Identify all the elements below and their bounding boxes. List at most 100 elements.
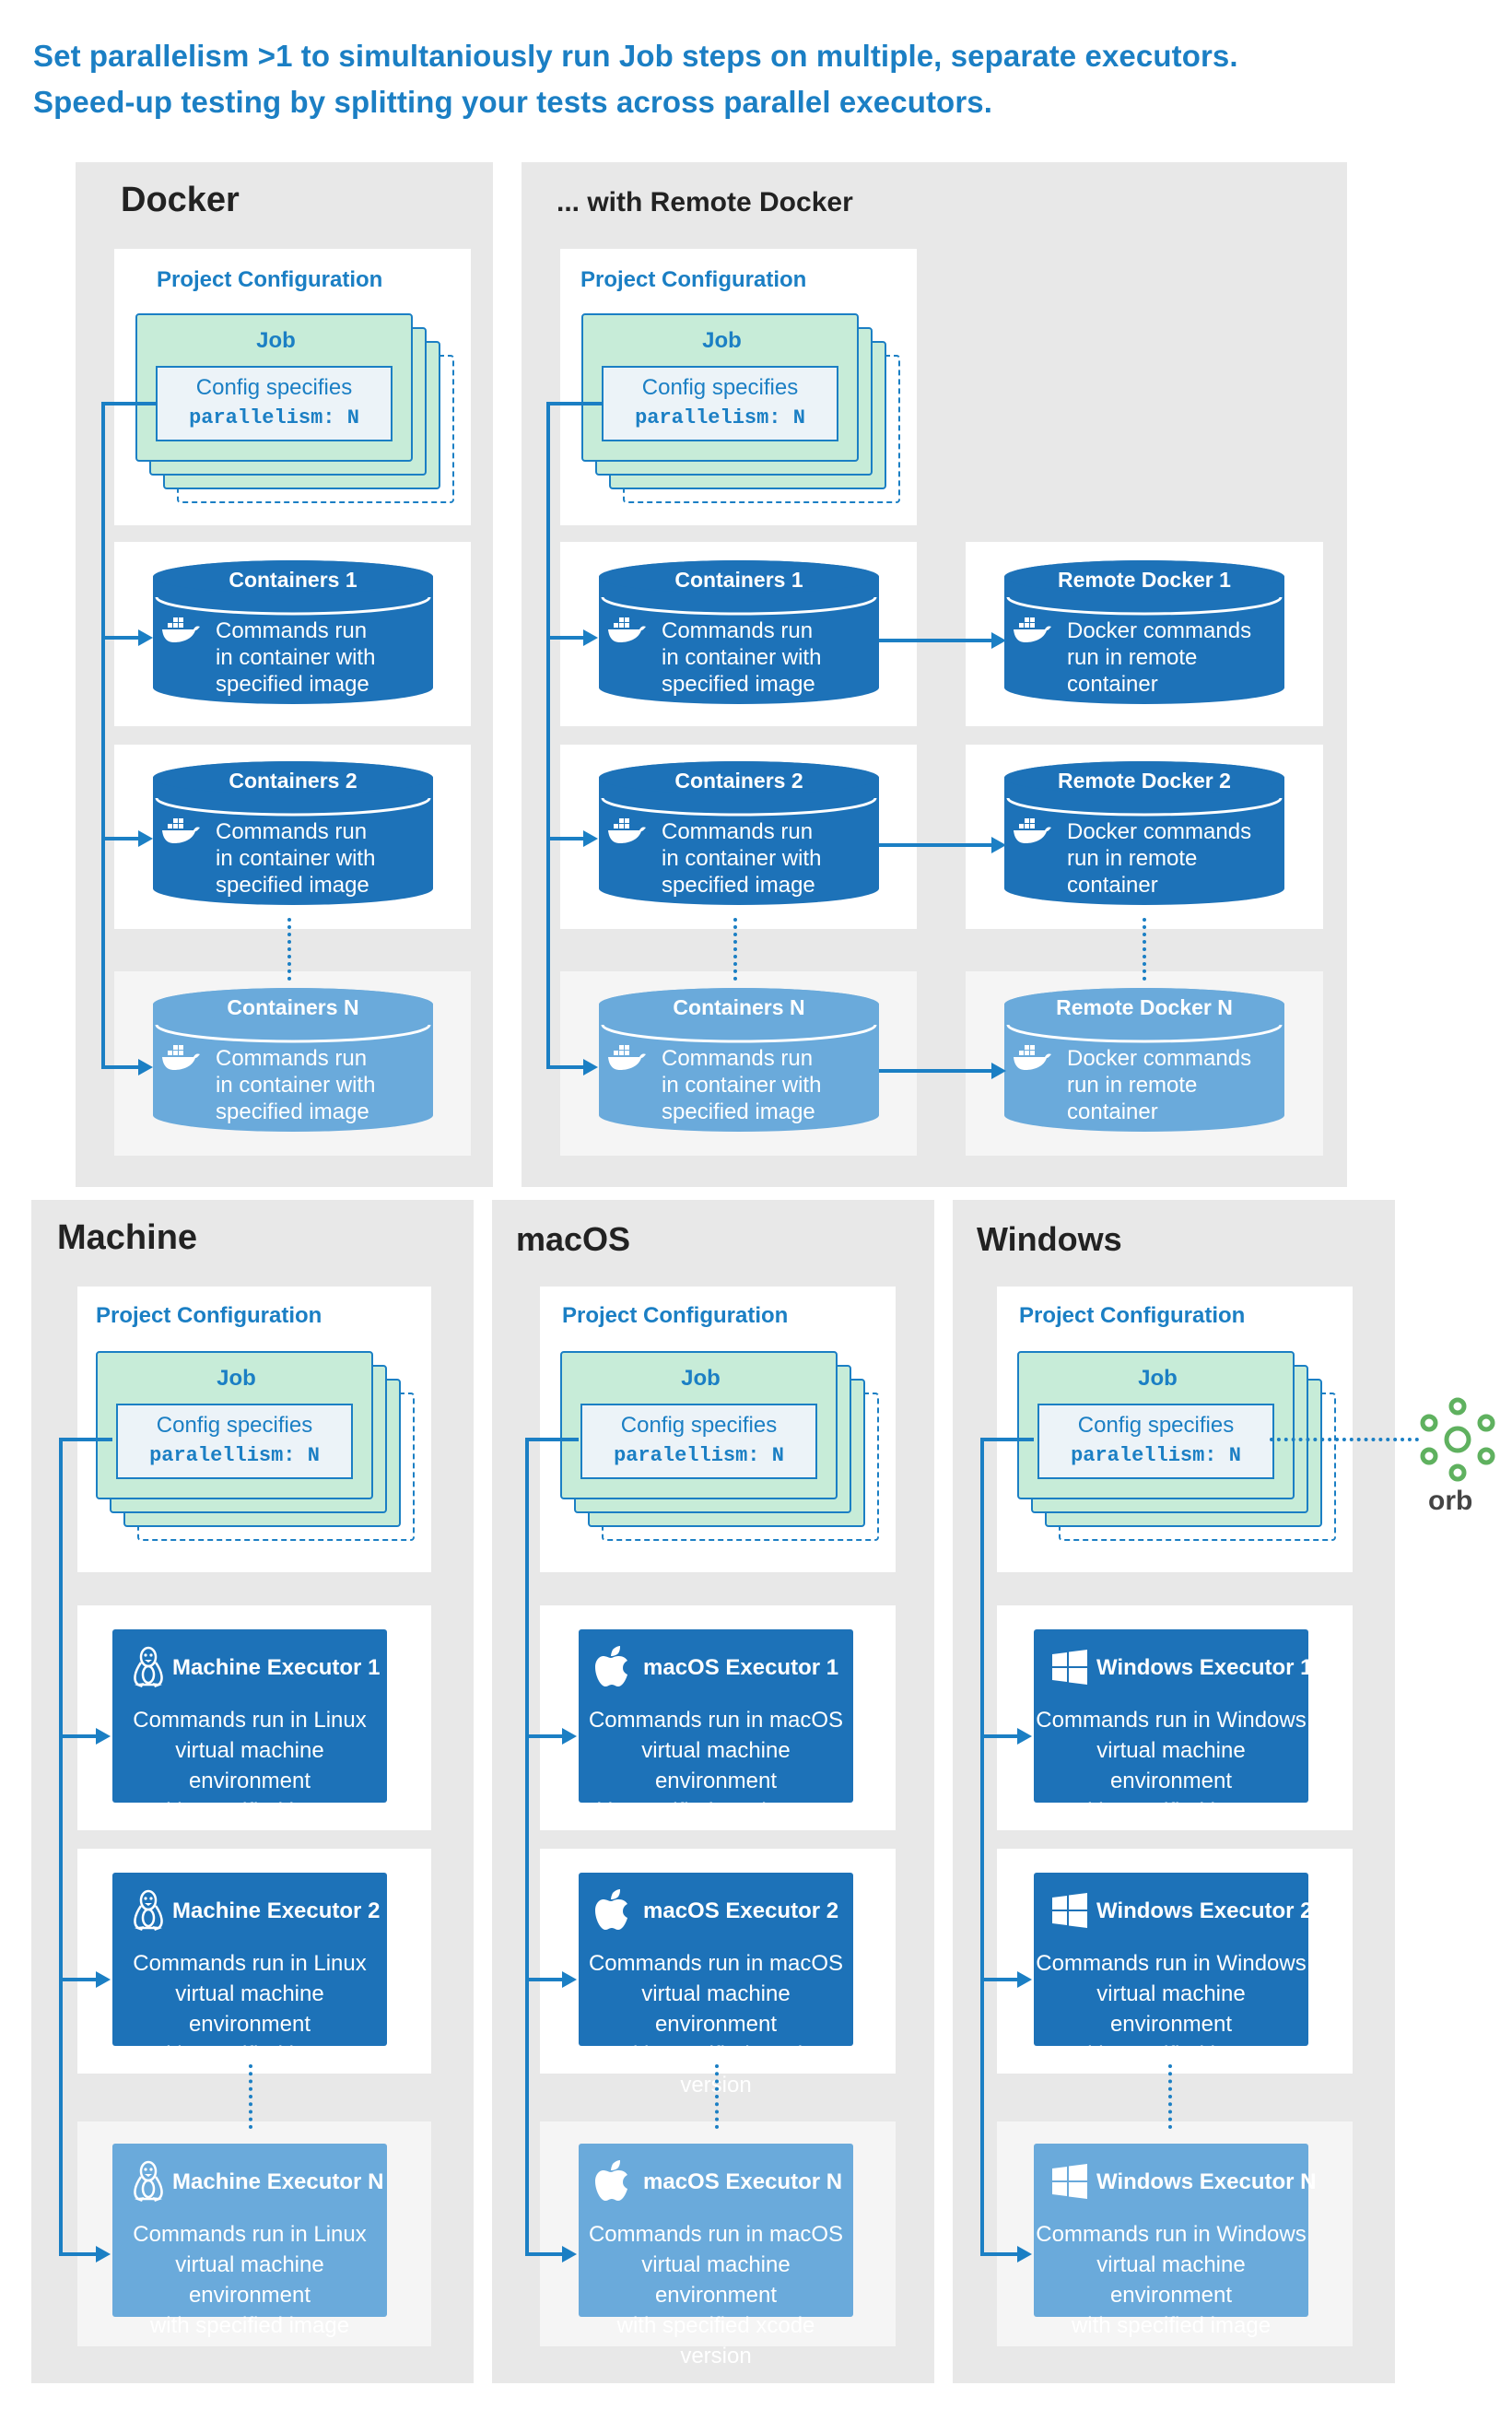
machine-project-config-box: Project Configuration Job Config specifi… xyxy=(77,1287,431,1572)
machine-executor-n: Machine Executor N Commands run in Linux… xyxy=(112,2144,387,2338)
windows-logo-icon xyxy=(1050,1646,1089,1688)
config-specifies-box: Config specifies parallelism: N xyxy=(156,366,393,441)
parallelism-code: parallelism: N xyxy=(189,406,359,429)
apple-icon xyxy=(595,1889,634,1932)
machine-title: Machine xyxy=(57,1218,198,1257)
linux-tux-icon xyxy=(129,2160,168,2203)
job-label: Job xyxy=(1138,1366,1178,1391)
executor-title: macOS Executor 1 xyxy=(643,1655,839,1680)
docker-whale-icon xyxy=(162,818,200,843)
project-config-label: Project Configuration xyxy=(1019,1303,1246,1328)
executor-title: Machine Executor N xyxy=(172,2169,384,2194)
macos-title: macOS xyxy=(516,1220,631,1258)
container-title: Containers 1 xyxy=(674,568,803,592)
parallelism-code: paralellism: N xyxy=(1071,1444,1241,1467)
job-card: Job Config specifies paralellism: N xyxy=(96,1351,373,1499)
docker-whale-icon xyxy=(1014,818,1051,843)
executor-title: Windows Executor 2 xyxy=(1096,1898,1313,1923)
docker-whale-icon xyxy=(608,617,646,642)
machine-executor-1: Machine Executor 1 Commands run in Linux… xyxy=(112,1629,387,1824)
linux-tux-icon xyxy=(129,1646,168,1688)
apple-icon xyxy=(595,1646,634,1688)
cylinder-shape xyxy=(1004,988,1284,1132)
docker-whale-icon xyxy=(162,617,200,642)
machine-executor-2: Machine Executor 2 Commands run in Linux… xyxy=(112,1873,387,2067)
docker-whale-icon xyxy=(1014,617,1051,642)
project-config-label: Project Configuration xyxy=(562,1303,789,1328)
orb-icon xyxy=(1420,1397,1495,1482)
cylinder-shape xyxy=(1004,761,1284,905)
windows-executor-2: Windows Executor 2 Commands run in Windo… xyxy=(1034,1873,1313,2067)
project-config-label: Project Configuration xyxy=(157,267,383,292)
orb-label: orb xyxy=(1428,1486,1473,1516)
config-specifies-box: Config specifies parallelism: N xyxy=(602,366,838,441)
docker-title: Docker xyxy=(121,181,240,219)
job-label: Job xyxy=(256,328,296,353)
config-specifies-box: Config specifies paralellism: N xyxy=(1037,1404,1274,1479)
executor-title: Machine Executor 2 xyxy=(172,1898,381,1923)
executor-title: macOS Executor 2 xyxy=(643,1898,839,1923)
config-specifies-box: Config specifies paralellism: N xyxy=(116,1404,353,1479)
windows-project-config-box: Project Configuration Job Config specifi… xyxy=(997,1287,1353,1572)
executor-title: Windows Executor 1 xyxy=(1096,1655,1313,1680)
container-title: Containers N xyxy=(227,995,359,1019)
windows-executor-n: Windows Executor N Commands run in Windo… xyxy=(1034,2144,1316,2338)
config-specifies-label: Config specifies xyxy=(195,375,353,400)
job-card: Job Config specifies parallelism: N xyxy=(135,313,413,462)
cylinder-shape xyxy=(153,761,433,905)
docker-whale-icon xyxy=(608,818,646,843)
windows-title: Windows xyxy=(977,1220,1122,1258)
config-specifies-label: Config specifies xyxy=(1077,1413,1235,1438)
cylinder-shape xyxy=(599,988,879,1132)
job-label: Job xyxy=(681,1366,721,1391)
docker-whale-icon xyxy=(162,1045,200,1070)
docker-whale-icon xyxy=(1014,1045,1051,1070)
header-line-1: Set parallelism >1 to simultaniously run… xyxy=(33,39,1238,73)
job-card: Job Config specifies parallelism: N xyxy=(581,313,859,462)
apple-icon xyxy=(595,2160,634,2203)
windows-logo-icon xyxy=(1050,1889,1089,1932)
cylinder-shape xyxy=(599,761,879,905)
remote-docker-title: Remote Docker N xyxy=(1056,995,1233,1019)
project-config-label: Project Configuration xyxy=(580,267,807,292)
executor-title: macOS Executor N xyxy=(643,2169,843,2194)
macos-project-config-box: Project Configuration Job Config specifi… xyxy=(540,1287,896,1572)
config-specifies-label: Config specifies xyxy=(156,1413,313,1438)
parallelism-code: parallelism: N xyxy=(635,406,805,429)
executor-title: Windows Executor N xyxy=(1096,2169,1317,2194)
job-card: Job Config specifies paralellism: N xyxy=(560,1351,838,1499)
cylinder-shape xyxy=(153,988,433,1132)
windows-executor-1: Windows Executor 1 Commands run in Windo… xyxy=(1034,1629,1313,1824)
remote-docker-title: Remote Docker 1 xyxy=(1058,568,1231,592)
linux-tux-icon xyxy=(129,1889,168,1932)
container-title: Containers 1 xyxy=(229,568,357,592)
parallelism-code: paralellism: N xyxy=(149,1444,320,1467)
cylinder-shape xyxy=(153,560,433,704)
docker-project-config-box: Project Configuration Job Config specifi… xyxy=(114,249,471,525)
container-title: Containers N xyxy=(673,995,805,1019)
container-title: Containers 2 xyxy=(674,769,803,793)
remote-docker-title: Remote Docker 2 xyxy=(1058,769,1231,793)
executor-title: Machine Executor 1 xyxy=(172,1655,381,1680)
